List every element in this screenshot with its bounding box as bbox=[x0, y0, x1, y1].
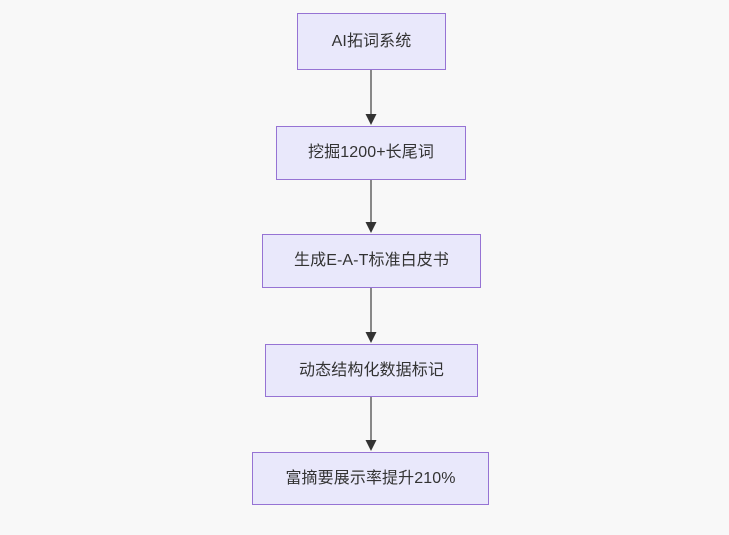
flow-node-label: AI拓词系统 bbox=[331, 32, 412, 50]
flow-node-label: 挖掘1200+长尾词 bbox=[308, 144, 434, 162]
flow-edge-n2-n3 bbox=[365, 288, 377, 343]
flow-node-dynamic-structured-data-markup[interactable]: 动态结构化数据标记 bbox=[265, 344, 478, 397]
flow-node-ai-keyword-system[interactable]: AI拓词系统 bbox=[297, 13, 446, 70]
flow-edge-n3-n4 bbox=[365, 397, 377, 451]
arrow-down-icon bbox=[365, 332, 377, 343]
arrow-down-icon bbox=[365, 114, 377, 125]
arrow-down-icon bbox=[365, 440, 377, 451]
flow-node-mine-longtail-keywords[interactable]: 挖掘1200+长尾词 bbox=[276, 126, 466, 180]
flow-node-label: 富摘要展示率提升210% bbox=[285, 469, 456, 487]
arrow-down-icon bbox=[365, 222, 377, 233]
flow-node-label: 动态结构化数据标记 bbox=[299, 361, 444, 379]
flow-node-label: 生成E-A-T标准白皮书 bbox=[294, 252, 449, 270]
flow-node-rich-snippet-impression-lift[interactable]: 富摘要展示率提升210% bbox=[252, 452, 489, 505]
flow-node-generate-eat-whitepaper[interactable]: 生成E-A-T标准白皮书 bbox=[262, 234, 481, 288]
flow-edge-n0-n1 bbox=[365, 70, 377, 125]
flow-edge-n1-n2 bbox=[365, 180, 377, 233]
